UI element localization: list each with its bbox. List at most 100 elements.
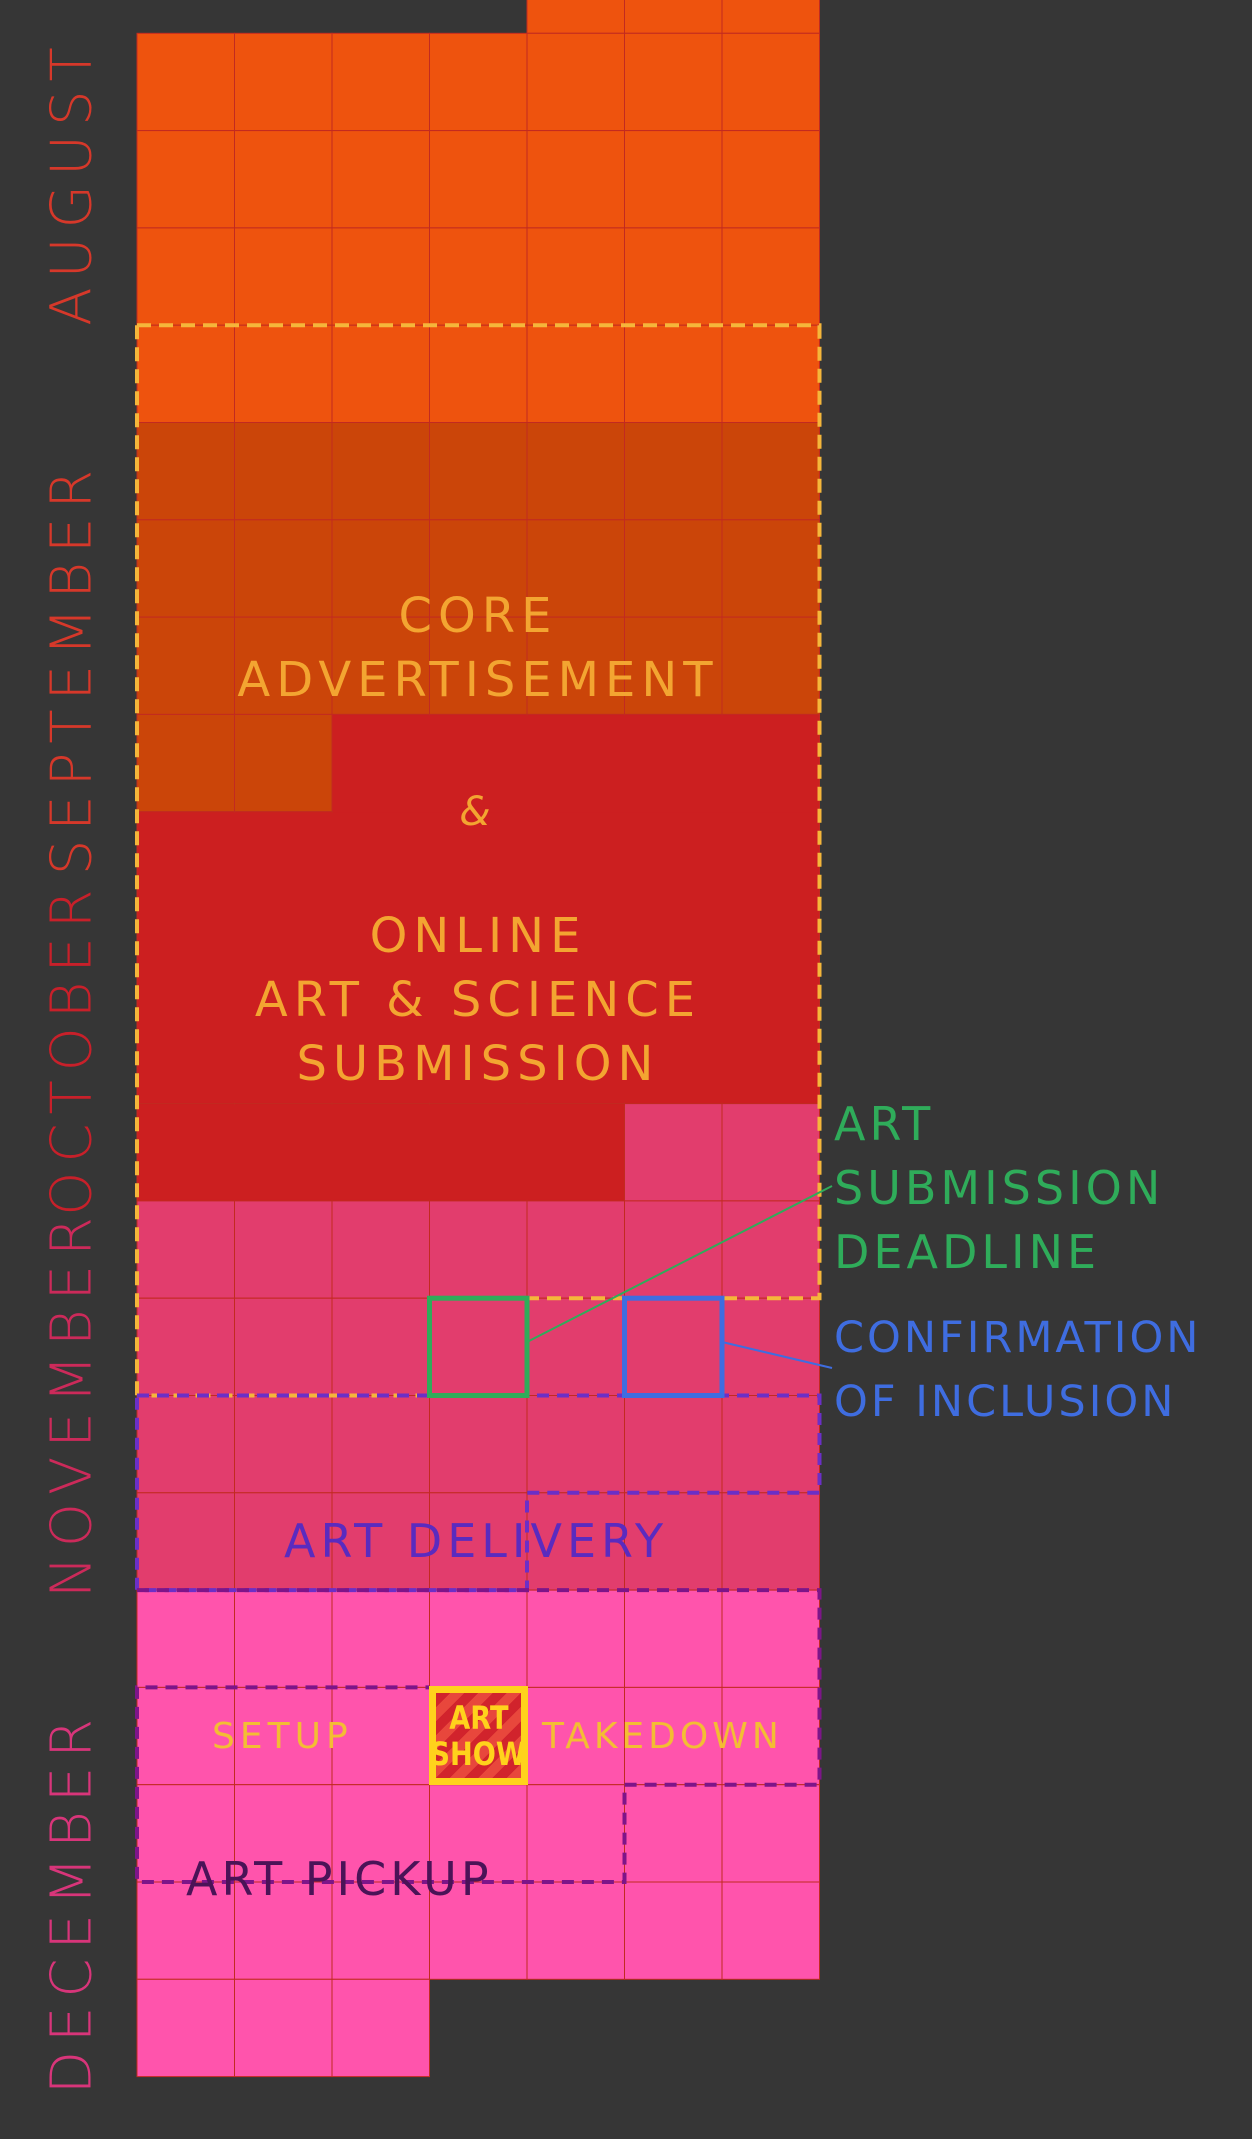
day-cell bbox=[721, 1492, 820, 1591]
day-cell bbox=[331, 1492, 430, 1591]
art-delivery-outline bbox=[135, 1393, 822, 1593]
day-cell bbox=[624, 130, 723, 229]
confirmation-leader bbox=[721, 1341, 833, 1369]
core-advertisement-label: CORE ADVERTISEMENT bbox=[137, 584, 819, 712]
day-cell bbox=[624, 616, 723, 715]
day-cell bbox=[136, 1200, 235, 1299]
day-cell bbox=[526, 324, 625, 424]
day-cell bbox=[624, 0, 723, 34]
day-cell bbox=[234, 1297, 333, 1396]
day-cell bbox=[526, 130, 625, 229]
day-cell bbox=[526, 1589, 625, 1688]
day-cell bbox=[526, 1297, 625, 1396]
day-cell bbox=[721, 1395, 820, 1494]
day-cell bbox=[721, 1784, 820, 1883]
day-cell bbox=[721, 422, 820, 521]
day-cell bbox=[624, 422, 723, 521]
day-cell bbox=[234, 616, 333, 715]
day-cell bbox=[624, 324, 723, 424]
online-submission-fill bbox=[333, 715, 819, 813]
day-cell bbox=[721, 1589, 820, 1688]
day-cell bbox=[526, 1492, 625, 1591]
day-cell bbox=[136, 1686, 235, 1786]
day-cell bbox=[331, 1978, 430, 2078]
day-cell bbox=[721, 1686, 820, 1786]
day-cell bbox=[526, 227, 625, 326]
day-cell bbox=[234, 324, 333, 424]
day-cell bbox=[429, 1784, 528, 1883]
day-cell bbox=[624, 227, 723, 326]
online-submission-line-2: ART & SCIENCE bbox=[254, 972, 702, 1028]
day-cell bbox=[331, 130, 430, 229]
day-cell bbox=[234, 1686, 333, 1786]
day-cell bbox=[331, 1297, 430, 1396]
day-cell bbox=[234, 1978, 333, 2078]
day-cell bbox=[624, 1881, 723, 1980]
day-cell bbox=[234, 1200, 333, 1299]
day-cell bbox=[429, 1297, 528, 1396]
day-cell bbox=[136, 519, 235, 618]
day-cell bbox=[136, 1784, 235, 1883]
day-cell bbox=[136, 1589, 235, 1688]
day-cell bbox=[136, 32, 235, 132]
day-cell bbox=[429, 1589, 528, 1688]
day-cell bbox=[721, 1103, 820, 1202]
online-submission-line-1: ONLINE bbox=[369, 908, 587, 964]
day-cell bbox=[331, 1200, 430, 1299]
day-cell bbox=[234, 519, 333, 618]
day-cell bbox=[721, 1297, 820, 1396]
day-cell bbox=[234, 1784, 333, 1883]
takedown-label: TAKEDOWN bbox=[542, 1716, 783, 1757]
day-cell bbox=[526, 1395, 625, 1494]
ampersand-text: & bbox=[459, 789, 497, 835]
day-cell bbox=[331, 32, 430, 132]
confirmation-line-2: OF INCLUSION bbox=[834, 1377, 1177, 1427]
day-cell bbox=[526, 1784, 625, 1883]
month-label-december: DECEMBER bbox=[39, 1709, 105, 2095]
day-cell bbox=[234, 713, 333, 813]
day-cell bbox=[331, 1589, 430, 1688]
online-submission-label: ONLINE ART & SCIENCE SUBMISSION bbox=[137, 904, 819, 1096]
submission-deadline-callout: ART SUBMISSION DEADLINE bbox=[834, 1092, 1164, 1284]
day-cell bbox=[721, 227, 820, 326]
online-submission-fill bbox=[138, 812, 819, 1103]
month-label-november: NOVEMBER bbox=[39, 1208, 105, 1598]
day-cell bbox=[624, 1784, 723, 1883]
day-cell bbox=[624, 32, 723, 132]
day-cell bbox=[624, 1297, 723, 1396]
submission-deadline-line-2: SUBMISSION bbox=[834, 1161, 1165, 1215]
day-cell bbox=[429, 130, 528, 229]
day-cell bbox=[624, 1686, 723, 1786]
day-cell bbox=[234, 227, 333, 326]
day-cell bbox=[234, 1881, 333, 1980]
day-cell bbox=[429, 616, 528, 715]
day-cell bbox=[136, 1297, 235, 1396]
day-cell bbox=[721, 0, 820, 34]
submission-deadline-leader bbox=[526, 1185, 833, 1343]
day-cell bbox=[136, 616, 235, 715]
day-cell bbox=[721, 324, 820, 424]
day-cells bbox=[136, 0, 820, 2078]
setup-label: SETUP bbox=[212, 1716, 353, 1757]
day-cell bbox=[331, 227, 430, 326]
day-cell bbox=[526, 1881, 625, 1980]
day-cell bbox=[136, 324, 235, 424]
month-label-august: AUGUST bbox=[39, 38, 105, 326]
day-cell bbox=[136, 130, 235, 229]
day-cell bbox=[331, 519, 430, 618]
day-cell bbox=[234, 32, 333, 132]
day-cell bbox=[234, 422, 333, 521]
day-cell bbox=[429, 1492, 528, 1591]
online-submission-fill bbox=[138, 1104, 624, 1200]
day-cell bbox=[234, 130, 333, 229]
day-cell bbox=[234, 1492, 333, 1591]
day-cell bbox=[136, 1395, 235, 1494]
day-cell bbox=[624, 1395, 723, 1494]
art-pickup-outline bbox=[135, 1588, 822, 1884]
day-cell bbox=[526, 422, 625, 521]
day-cell bbox=[624, 1589, 723, 1688]
art-show-line-2: SHOW bbox=[430, 1734, 527, 1773]
day-cell bbox=[136, 1881, 235, 1980]
day-cell bbox=[331, 1395, 430, 1494]
submission-deadline-line-1: ART bbox=[834, 1097, 935, 1151]
